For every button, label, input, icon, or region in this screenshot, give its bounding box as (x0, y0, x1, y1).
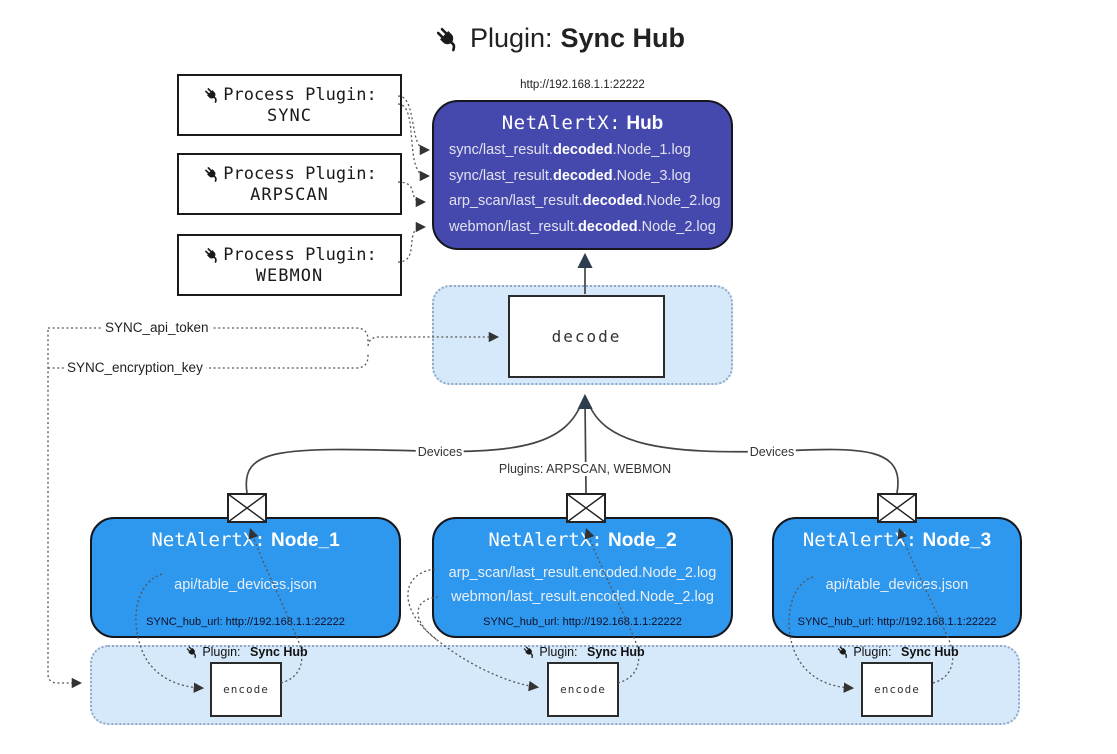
process-plugin-label: Process Plugin: (223, 84, 377, 105)
process-plugin-arpscan-box: Process Plugin: ARPSCAN (177, 153, 402, 215)
page-title-prefix: Plugin: (469, 22, 553, 53)
process-plugin-name: ARPSCAN (250, 184, 329, 205)
node-file-line: webmon/last_result.encoded.Node_2.log (451, 589, 714, 605)
node-title: NetAlertX: Node_2 (488, 529, 677, 551)
decode-box: decode (508, 295, 665, 378)
encoder-plugin-label: Plugin: Sync Hub (521, 644, 645, 659)
node-2-box: NetAlertX: Node_2 arp_scan/last_result.e… (432, 517, 733, 638)
plug-icon (184, 644, 199, 659)
edge-node1-to-decode (245, 401, 583, 494)
edge-node3-to-decode (587, 401, 899, 494)
hub-log-line: sync/last_result.decoded.Node_1.log (449, 142, 691, 158)
node-hub-url: SYNC_hub_url: http://192.168.1.1:22222 (146, 616, 345, 628)
node-1-box: NetAlertX: Node_1 api/table_devices.json… (90, 517, 401, 638)
edge-label-devices-left: Devices (415, 445, 465, 459)
plug-icon (521, 644, 536, 659)
node-title: NetAlertX: Node_3 (802, 529, 992, 551)
process-plugin-label: Process Plugin: (223, 163, 377, 184)
envelope-icon (566, 493, 606, 523)
page-title-bold: Sync Hub (560, 22, 686, 53)
node-file-line: api/table_devices.json (825, 577, 969, 593)
envelope-icon (877, 493, 917, 523)
hub-log-line: arp_scan/last_result.decoded.Node_2.log (449, 193, 721, 209)
plug-icon (202, 245, 221, 264)
edge-node2-to-decode (577, 393, 593, 494)
wire-sync-to-log2 (397, 103, 431, 182)
encoder-plugin-label: Plugin: Sync Hub (184, 644, 308, 659)
node-file-line: arp_scan/last_result.encoded.Node_2.log (448, 565, 717, 581)
plug-icon (432, 23, 462, 53)
wire-sync-to-log1 (397, 95, 431, 156)
node-file-line: api/table_devices.json (174, 577, 317, 593)
node-hub-url: SYNC_hub_url: http://192.168.1.1:22222 (797, 616, 997, 628)
hub-box: NetAlertX: Hub sync/last_result.decoded.… (432, 100, 733, 250)
node-3-box: NetAlertX: Node_3 api/table_devices.json… (772, 517, 1022, 638)
plug-icon (202, 164, 221, 183)
page-title: Plugin: Sync Hub (0, 18, 1117, 58)
hub-url-label: http://192.168.1.1:22222 (520, 79, 645, 91)
encoder-plugin-label: Plugin: Sync Hub (835, 644, 959, 659)
process-plugin-webmon-box: Process Plugin: WEBMON (177, 234, 402, 296)
wire-secrets-to-encoders (47, 330, 83, 689)
plug-icon (835, 644, 850, 659)
edge-label-plugins: Plugins: ARPSCAN, WEBMON (496, 462, 674, 476)
encode-box: encode (861, 662, 933, 717)
sync-api-token-label: SYNC_api_token (102, 319, 212, 335)
node-title: NetAlertX: Node_1 (151, 529, 340, 551)
sync-encryption-key-label: SYNC_encryption_key (64, 359, 206, 375)
process-plugin-label: Process Plugin: (223, 244, 377, 265)
process-plugin-sync-box: Process Plugin: SYNC (177, 74, 402, 136)
edge-label-devices-right: Devices (747, 445, 797, 459)
plug-icon (202, 85, 221, 104)
encode-box: encode (210, 662, 282, 717)
hub-log-line: sync/last_result.decoded.Node_3.log (449, 167, 691, 184)
node-hub-url: SYNC_hub_url: http://192.168.1.1:22222 (483, 616, 682, 628)
envelope-icon (227, 493, 267, 523)
encode-box: encode (547, 662, 619, 717)
process-plugin-name: SYNC (267, 105, 312, 126)
hub-log-line: webmon/last_result.decoded.Node_2.log (449, 218, 716, 235)
hub-title: NetAlertX: Hub (501, 112, 664, 134)
process-plugin-name: WEBMON (255, 265, 324, 286)
